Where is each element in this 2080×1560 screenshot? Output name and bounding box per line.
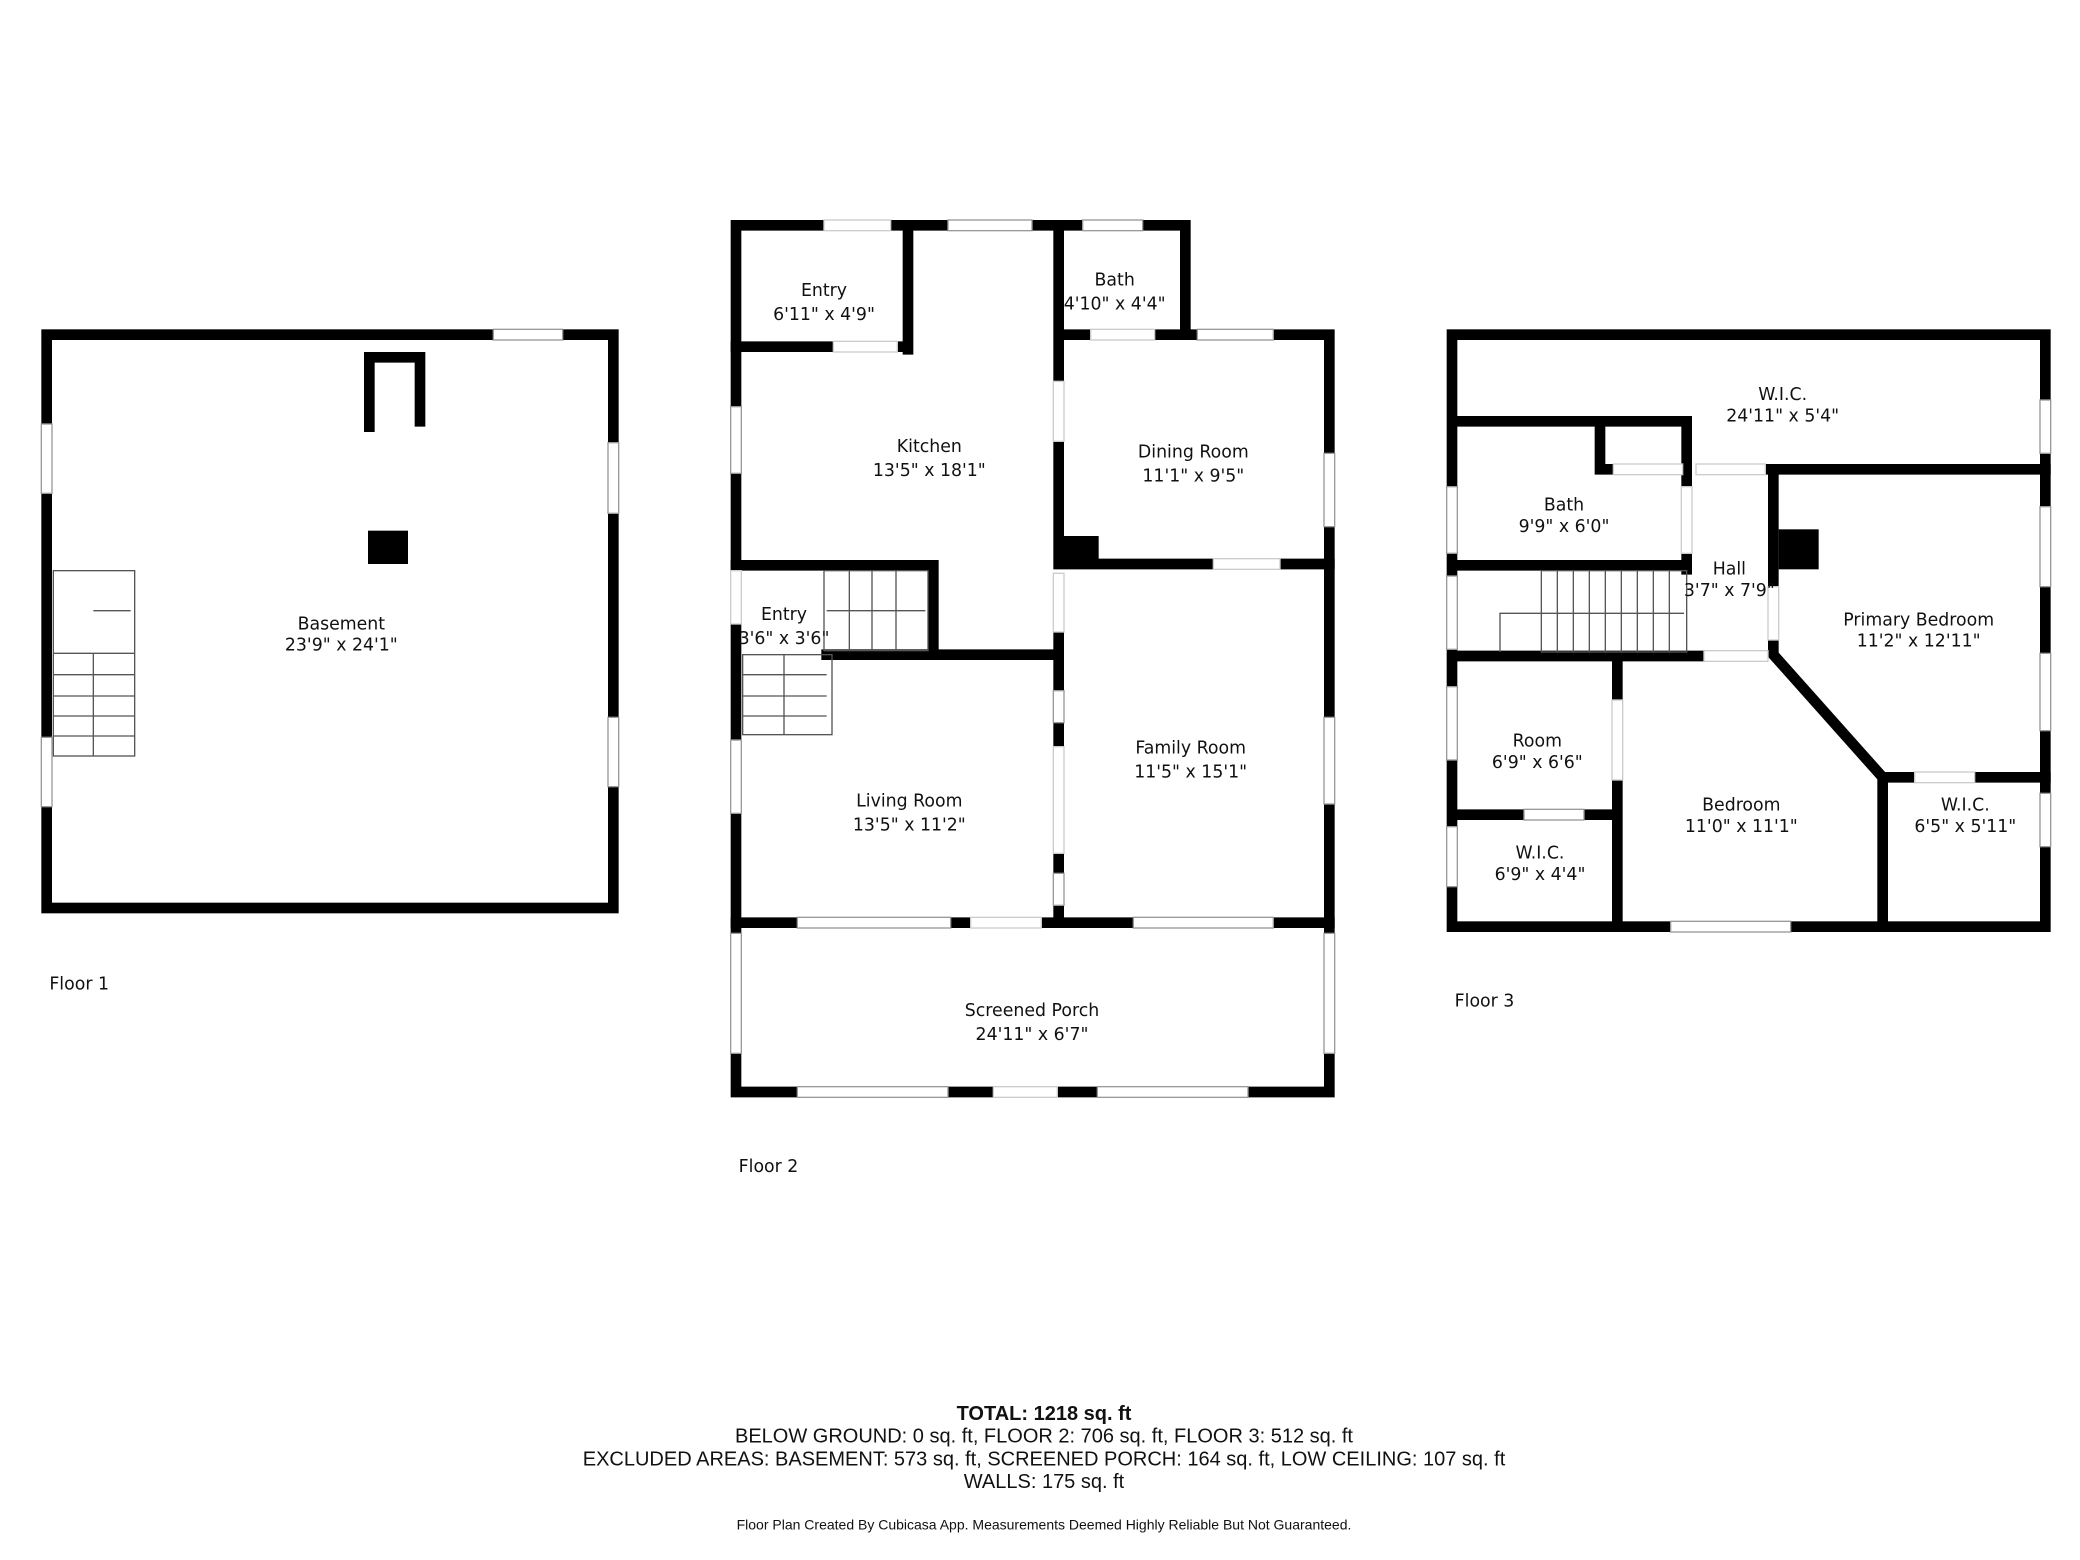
room-name: Kitchen	[897, 437, 962, 457]
room-size: 3'7" x 7'9"	[1684, 581, 1775, 601]
room-name: Entry	[761, 605, 807, 625]
room-name: Bath	[1095, 270, 1135, 290]
room-size: 24'11" x 6'7"	[976, 1025, 1089, 1045]
floor-label: Floor 3	[1455, 992, 1515, 1012]
room-name: Basement	[298, 614, 386, 634]
disclaimer: Floor Plan Created By Cubicasa App. Meas…	[737, 1516, 1352, 1532]
room-size: 6'9" x 4'4"	[1495, 865, 1586, 885]
stairs	[52, 569, 136, 757]
excluded-areas: EXCLUDED AREAS: BASEMENT: 573 sq. ft, SC…	[583, 1448, 1506, 1470]
room-name: W.I.C.	[1758, 385, 1807, 405]
room-size: 6'9" x 6'6"	[1492, 753, 1583, 773]
area-summary: TOTAL: 1218 sq. ft BELOW GROUND: 0 sq. f…	[583, 1403, 1506, 1532]
room-size: 3'6" x 3'6"	[739, 629, 830, 649]
room-name: Living Room	[856, 792, 962, 812]
stairs	[741, 570, 929, 736]
chimney	[1778, 529, 1819, 570]
room-size: 13'5" x 18'1"	[873, 461, 986, 481]
area-breakdown: BELOW GROUND: 0 sq. ft, FLOOR 2: 706 sq.…	[735, 1426, 1353, 1448]
room-name: Primary Bedroom	[1843, 610, 1994, 630]
chimney	[368, 530, 408, 564]
stairs	[1499, 569, 1688, 653]
chimney	[1061, 536, 1099, 564]
room-size: 11'2" x 12'11"	[1857, 632, 1981, 652]
room-name: Entry	[801, 281, 847, 301]
floor-label: Floor 2	[739, 1157, 799, 1177]
room-name: Family Room	[1135, 738, 1246, 758]
total-area: TOTAL: 1218 sq. ft	[957, 1403, 1132, 1425]
room-size: 13'5" x 11'2"	[853, 816, 966, 836]
room-name: Dining Room	[1138, 442, 1249, 462]
room-name: Bedroom	[1702, 796, 1780, 816]
walls-area: WALLS: 175 sq. ft	[964, 1471, 1125, 1493]
room-name: W.I.C.	[1516, 844, 1565, 864]
room-size: 11'0" x 11'1"	[1685, 817, 1798, 837]
room-name: Bath	[1544, 496, 1584, 516]
room-size: 4'10" x 4'4"	[1064, 294, 1166, 314]
room-size: 9'9" x 6'0"	[1519, 517, 1610, 537]
room-name: Screened Porch	[965, 1001, 1099, 1021]
room-name: Room	[1513, 732, 1562, 752]
room-size: 6'11" x 4'9"	[773, 305, 875, 325]
floor-label: Floor 1	[49, 974, 109, 994]
room-size: 23'9" x 24'1"	[285, 636, 398, 656]
room-name: W.I.C.	[1941, 796, 1990, 816]
floor-2-plan: Entry 6'11" x 4'9" Bath 4'10" x 4'4" Kit…	[730, 219, 1336, 1177]
floor-1-plan: Basement 23'9" x 24'1" Floor 1	[40, 328, 620, 994]
floor-3-plan: W.I.C. 24'11" x 5'4" Bath 9'9" x 6'0" Ha…	[1446, 329, 2052, 1012]
room-name: Hall	[1713, 560, 1746, 580]
room-size: 11'1" x 9'5"	[1142, 466, 1244, 486]
room-size: 24'11" x 5'4"	[1726, 406, 1839, 426]
room-size: 11'5" x 15'1"	[1134, 762, 1247, 782]
room-size: 6'5" x 5'11"	[1914, 817, 2016, 837]
